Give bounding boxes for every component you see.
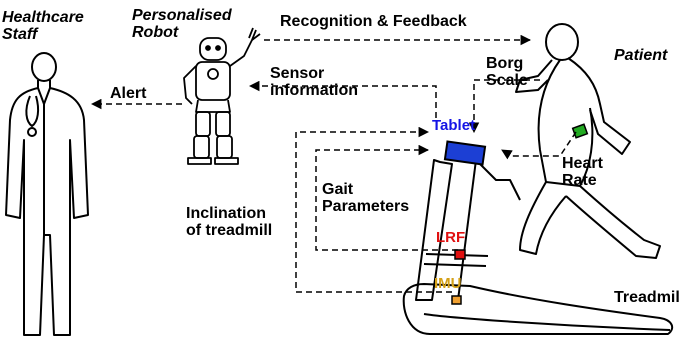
tablet-label: Tablet [432,117,476,134]
patient-label: Patient [614,47,668,64]
treadmill-label: Treadmil [614,289,680,306]
imu-sensor [451,295,462,305]
gait-parameters-arrow [315,144,458,251]
heart-rate-sensor [571,123,589,139]
sensor-information-arrow [248,80,437,118]
lrf-label: LRF [436,229,466,246]
recognition-feedback-label: Recognition & Feedback [280,13,467,30]
patient-icon [515,23,661,259]
inclination-arrow [295,126,452,293]
robot-icon [183,27,261,165]
lrf-sensor [454,249,466,260]
heart-rate-arrow [501,131,577,160]
borg-scale-arrow [468,79,540,134]
tablet-icon [443,140,487,166]
doctor-icon [5,52,89,336]
imu-label: IMU [434,275,462,292]
alert-label: Alert [110,85,147,102]
